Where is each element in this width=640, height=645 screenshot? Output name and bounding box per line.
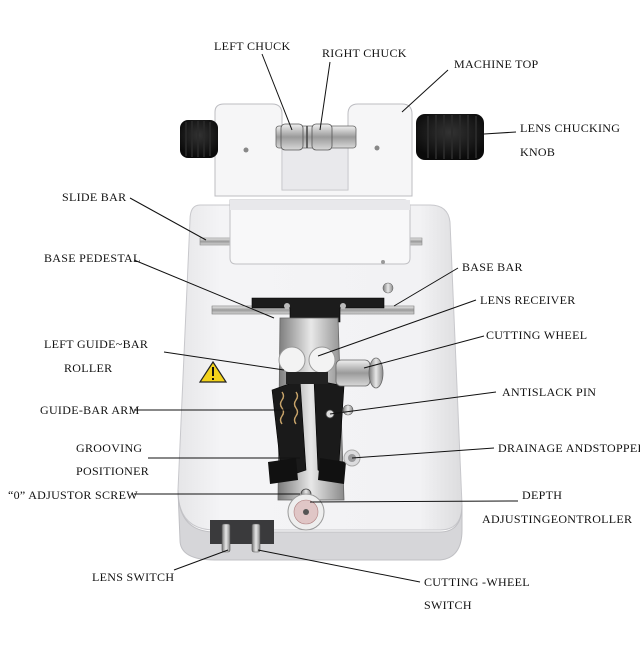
label-grooving-positioner-line1: GROOVING	[76, 441, 143, 455]
antislack-screw	[342, 404, 354, 416]
label-antislack-pin: ANTISLACK PIN	[502, 385, 597, 399]
label-cutting-wheel-switch-line1: CUTTING -WHEEL	[424, 575, 530, 589]
switch-panel	[210, 520, 274, 544]
base-bar-knob	[382, 282, 394, 294]
label-depth-controller-line2: ADJUSTINGEONTROLLER	[482, 512, 633, 526]
grooving-positioner	[268, 458, 298, 484]
label-zero-adjustor-screw: “0” ADJUSTOR SCREW	[8, 488, 138, 502]
label-base-bar: BASE BAR	[462, 260, 523, 274]
label-base-pedestal: BASE PEDESTAL	[44, 251, 141, 265]
label-cutting-wheel: CUTTING WHEEL	[486, 328, 588, 342]
label-lens-receiver: LENS RECEIVER	[480, 293, 576, 307]
label-grooving-positioner-line2: POSITIONER	[76, 464, 150, 478]
left-knob	[180, 120, 218, 158]
label-depth-controller-line1: DEPTH	[522, 488, 563, 502]
screw	[243, 147, 249, 153]
label-guide-bar-arm: GUIDE-BAR ARM	[40, 403, 140, 417]
cutting-wheel-switch	[251, 523, 261, 553]
left-guide-bar-roller	[278, 346, 306, 374]
label-left-guide-bar-roller-line2: ROLLER	[64, 361, 113, 375]
left-chuck	[280, 123, 304, 151]
callout-lines	[129, 53, 519, 583]
label-machine-top: MACHINE TOP	[454, 57, 539, 71]
depth-dial-center	[303, 509, 309, 515]
left-knob-ridges	[185, 121, 211, 157]
screw	[340, 303, 346, 309]
label-cutting-wheel-switch-line2: SWITCH	[424, 598, 472, 612]
grooving-positioner-right	[318, 458, 346, 484]
label-drainage-stopper: DRAINAGE ANDSTOPPER	[498, 441, 640, 455]
carriage-top	[230, 200, 410, 210]
label-slide-bar: SLIDE BAR	[62, 190, 127, 204]
label-right-chuck: RIGHT CHUCK	[322, 46, 407, 60]
roller-holder	[286, 372, 328, 384]
label-lens-switch: LENS SWITCH	[92, 570, 175, 584]
label-left-chuck: LEFT CHUCK	[214, 39, 291, 53]
label-lens-chucking-knob-line1: LENS CHUCKING	[520, 121, 621, 135]
cutting-wheel	[335, 359, 371, 387]
label-lens-chucking-knob-line2: KNOB	[520, 145, 556, 159]
knob-ridges	[427, 115, 477, 159]
machine-top	[214, 103, 413, 197]
screw	[374, 145, 380, 151]
right-chuck	[311, 123, 333, 151]
screw	[284, 303, 290, 309]
cutting-wheel-disk	[368, 357, 384, 389]
spring-chain	[279, 391, 299, 425]
label-left-guide-bar-roller-line1: LEFT GUIDE~BAR	[44, 337, 149, 351]
lens-chucking-knob	[416, 114, 484, 160]
screw	[381, 260, 385, 264]
lens-switch	[221, 523, 231, 553]
